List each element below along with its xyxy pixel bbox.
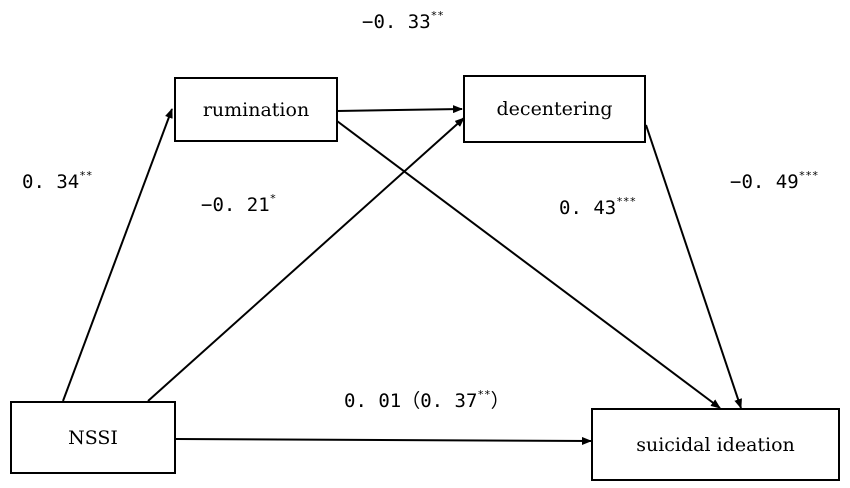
coef-nssi-suicidal-value: 0. 01（0. 37 — [344, 390, 478, 412]
node-suicidal-ideation: suicidal ideation — [591, 408, 840, 481]
node-rumination: rumination — [174, 77, 338, 142]
coef-nssi-suicidal-close: ） — [490, 390, 510, 412]
coef-nssi-rumination-stars: ** — [79, 169, 93, 182]
coef-rumination-suicidal-value: 0. 43 — [559, 197, 617, 219]
arrow-rumination-to-decentering — [336, 105, 463, 114]
arrow-decentering-to-suicidal-ideation — [645, 124, 742, 409]
coef-nssi-decentering-stars: * — [269, 192, 277, 205]
coef-nssi-decentering-value: −0. 21 — [201, 194, 270, 216]
coef-rumination-suicidal: 0. 43*** — [559, 195, 637, 219]
coef-decentering-suicidal-value: −0. 49 — [730, 171, 799, 193]
coef-nssi-suicidal: 0. 01（0. 37**） — [344, 386, 510, 413]
coef-rumination-decentering-value: −0. 33 — [362, 11, 431, 33]
node-decentering-label: decentering — [496, 98, 613, 120]
arrow-rumination-to-suicidal-ideation — [336, 120, 721, 409]
coef-rumination-suicidal-stars: *** — [616, 195, 637, 208]
node-nssi-label: NSSI — [68, 426, 118, 449]
coef-nssi-decentering: −0. 21* — [201, 192, 277, 216]
node-nssi: NSSI — [10, 401, 176, 474]
arrow-nssi-to-rumination — [62, 108, 173, 402]
coef-nssi-suicidal-stars: ** — [477, 388, 491, 401]
coef-rumination-decentering-stars: ** — [430, 9, 444, 22]
coef-nssi-rumination: 0. 34** — [22, 169, 93, 193]
coef-decentering-suicidal: −0. 49*** — [730, 169, 819, 193]
coef-rumination-decentering: −0. 33** — [362, 9, 444, 33]
node-rumination-label: rumination — [202, 98, 310, 121]
arrow-nssi-to-suicidal-ideation — [175, 436, 592, 445]
node-suicidal-ideation-label: suicidal ideation — [636, 433, 795, 456]
coef-decentering-suicidal-stars: *** — [798, 169, 819, 182]
node-decentering: decentering — [463, 75, 646, 143]
arrow-nssi-to-decentering — [147, 117, 465, 402]
coef-nssi-rumination-value: 0. 34 — [22, 171, 80, 193]
